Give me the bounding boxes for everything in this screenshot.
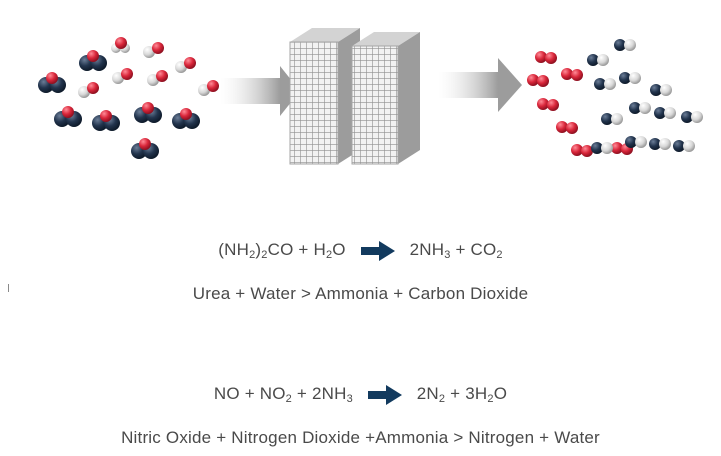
molecule-icon xyxy=(38,72,66,93)
equation-2-rhs: 2N2 + 3H2O xyxy=(416,384,508,405)
molecule-icon xyxy=(681,111,703,123)
molecule-icon xyxy=(54,106,82,127)
molecule-icon xyxy=(111,37,130,53)
molecule-icon xyxy=(625,136,647,148)
molecule-icon xyxy=(535,51,557,64)
scr-process-illustration xyxy=(38,28,703,165)
molecule-icon xyxy=(79,50,107,71)
molecule-icon xyxy=(601,113,623,125)
molecule-icon xyxy=(649,138,671,150)
molecule-icon xyxy=(198,80,219,96)
molecule-icon xyxy=(172,108,200,129)
flow-arrow-in-icon xyxy=(220,66,300,116)
molecule-icon xyxy=(112,68,133,84)
equation-1-caption: Urea + Water > Ammonia + Carbon Dioxide xyxy=(192,284,529,303)
output-molecules xyxy=(527,39,703,157)
molecule-icon xyxy=(654,107,676,119)
molecule-icon xyxy=(594,78,616,90)
equation-1-lhs: (NH2)2CO + H2O xyxy=(218,240,346,261)
catalyst-block-1-icon xyxy=(289,28,360,165)
equation-1: (NH2)2CO + H2O 2NH3 + CO2 xyxy=(0,240,721,261)
molecule-icon xyxy=(527,74,549,87)
molecule-icon xyxy=(537,98,559,111)
molecule-icon xyxy=(650,84,672,96)
input-molecules xyxy=(38,37,219,159)
catalyst-block-2-icon xyxy=(351,32,420,165)
molecule-icon xyxy=(619,72,641,84)
molecule-icon xyxy=(556,121,578,134)
molecule-icon xyxy=(175,57,196,73)
reaction-arrow-icon xyxy=(360,240,395,261)
molecule-icon xyxy=(92,110,120,131)
stray-mark xyxy=(8,284,9,292)
molecule-icon xyxy=(673,140,695,152)
molecule-icon xyxy=(587,54,609,66)
molecule-icon xyxy=(78,82,99,98)
flow-arrow-out-icon xyxy=(438,58,522,112)
molecule-icon xyxy=(131,138,159,159)
molecule-icon xyxy=(629,102,651,114)
reaction-arrow-icon xyxy=(367,384,402,405)
equation-1-rhs: 2NH3 + CO2 xyxy=(409,240,503,261)
equation-2: NO + NO2 + 2NH3 2N2 + 3H2O xyxy=(0,384,721,405)
molecule-icon xyxy=(614,39,636,51)
molecule-icon xyxy=(561,68,583,81)
equation-2-lhs: NO + NO2 + 2NH3 xyxy=(213,384,353,405)
molecule-icon xyxy=(143,42,164,58)
molecule-icon xyxy=(147,70,168,86)
molecule-icon xyxy=(134,102,162,123)
molecule-icon xyxy=(591,142,613,154)
equation-2-caption: Nitric Oxide + Nitrogen Dioxide +Ammonia… xyxy=(121,428,600,447)
molecule-icon xyxy=(571,144,593,157)
